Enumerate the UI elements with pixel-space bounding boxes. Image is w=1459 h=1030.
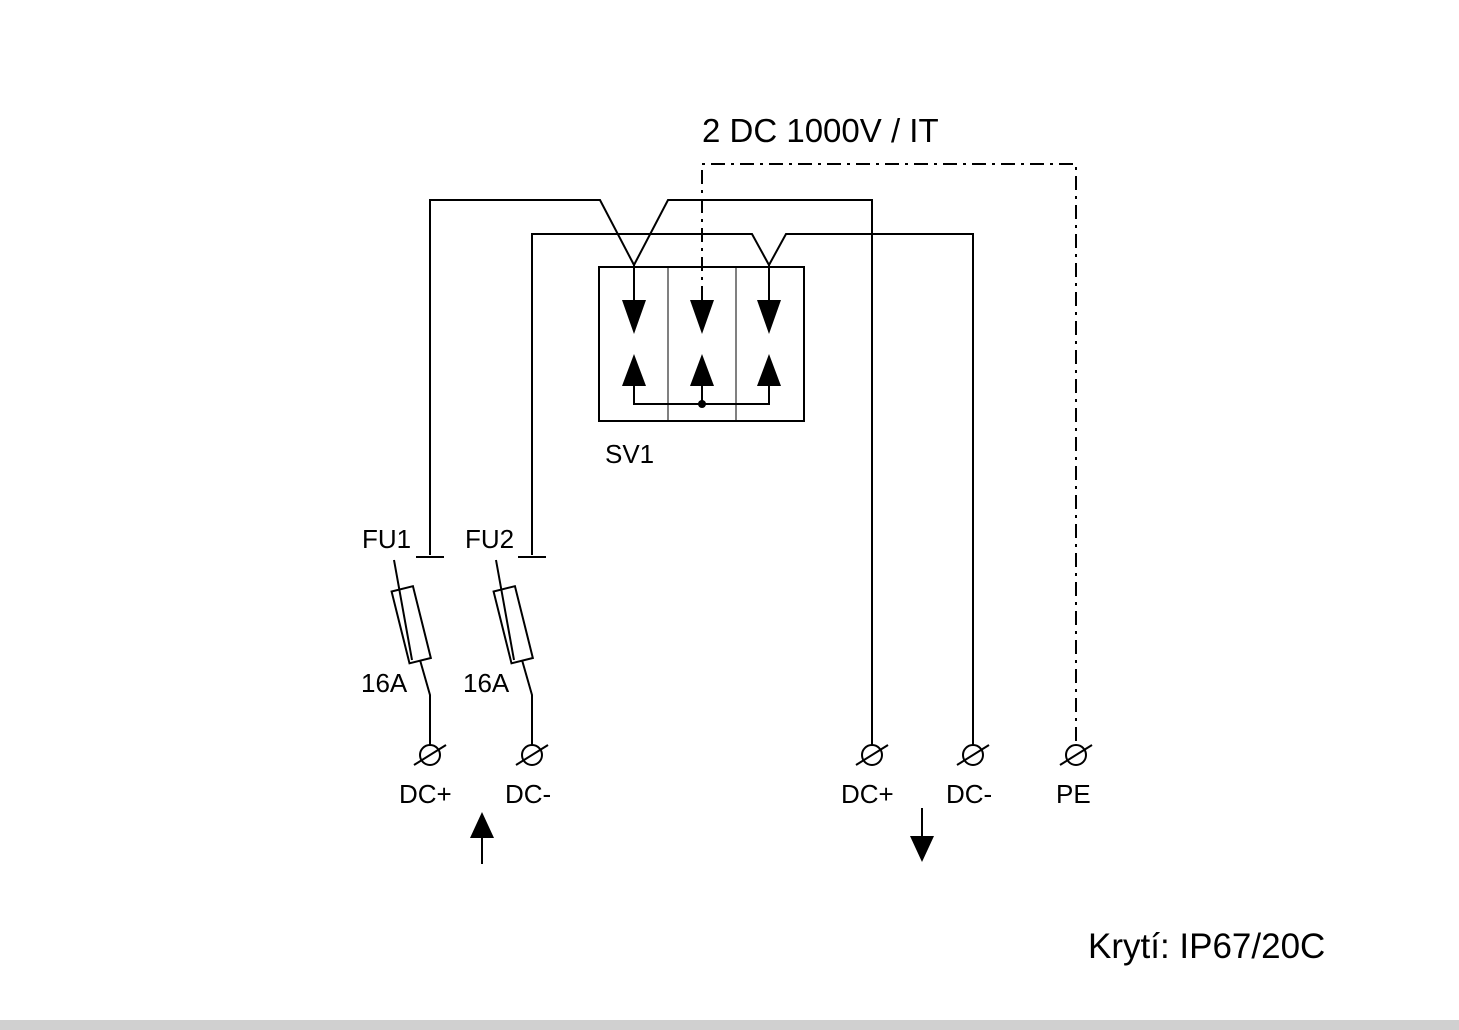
fu1-fuse-body	[390, 584, 433, 665]
sv1-label: SV1	[605, 439, 654, 469]
fu2-fuse-body	[492, 584, 535, 665]
sv1-arrow-up-3	[757, 354, 781, 386]
terminal-input-dcplus	[413, 744, 447, 766]
wire-output-dcplus	[633, 199, 873, 745]
sv1-arrow-up-2	[690, 354, 714, 386]
fu1-label: FU1	[362, 524, 411, 554]
terminal-input-dcminus	[515, 744, 549, 766]
input-arrow-head	[470, 812, 494, 838]
input-dcminus-label: DC-	[505, 779, 551, 809]
sv1-arrow-down-1	[622, 300, 646, 334]
sv1-junction-dot	[698, 400, 706, 408]
wire-input-dcminus	[531, 233, 770, 555]
output-dcplus-label: DC+	[841, 779, 894, 809]
terminal-output-dcminus	[956, 744, 990, 766]
fu2-blade	[495, 559, 533, 745]
input-dcplus-label: DC+	[399, 779, 452, 809]
fu2-label: FU2	[465, 524, 514, 554]
fu2-rating: 16A	[463, 668, 510, 698]
sv1-box	[598, 266, 805, 422]
sv1-arrow-down-2	[690, 300, 714, 334]
sv1-arrow-down-3	[757, 300, 781, 334]
terminal-pe	[1059, 744, 1093, 766]
sv1-arrow-up-1	[622, 354, 646, 386]
wire-pe	[701, 163, 1077, 745]
title: 2 DC 1000V / IT	[702, 112, 939, 149]
terminal-output-dcplus	[855, 744, 889, 766]
wire-output-dcminus	[768, 233, 974, 745]
pe-label: PE	[1056, 779, 1091, 809]
fu1-rating: 16A	[361, 668, 408, 698]
bottom-bar	[0, 1020, 1459, 1030]
output-dcminus-label: DC-	[946, 779, 992, 809]
fu1-blade	[393, 559, 431, 745]
wire-input-dcplus	[429, 199, 635, 555]
protection-rating: Krytí: IP67/20C	[1088, 927, 1325, 966]
output-arrow-head	[910, 836, 934, 862]
